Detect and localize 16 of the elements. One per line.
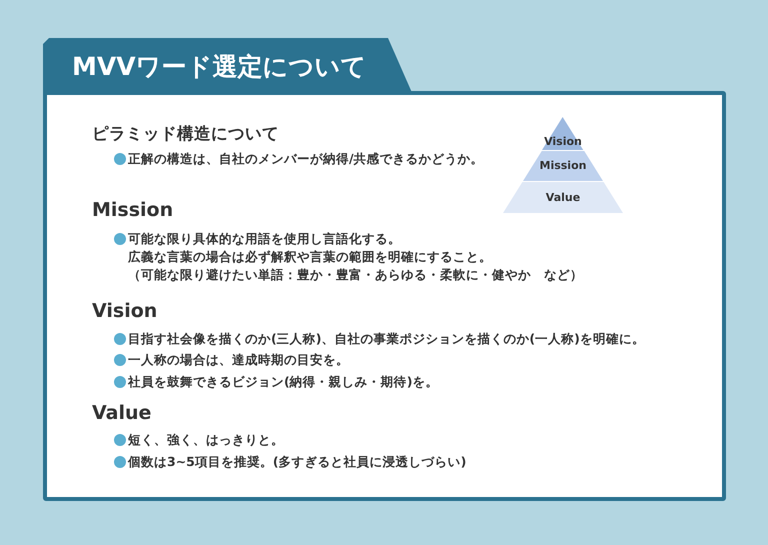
pyramid-middle-tier: Mission	[523, 151, 603, 181]
bullet-text: 一人称の場合は、達成時期の目安を。	[128, 352, 349, 369]
pyramid-bottom-tier: Value	[503, 182, 623, 213]
bullet-text: 短く、強く、はっきりと。	[128, 432, 284, 449]
bullet-text: 個数は3~5項目を推奨。(多すぎると社員に浸透しづらい)	[128, 454, 466, 471]
bullet-text: 可能な限り具体的な用語を使用し言語化する。	[128, 231, 401, 248]
page-title: MVVワード選定について	[72, 51, 367, 83]
bullet-text: 目指す社会像を描くのか(三人称)、自社の事業ポジションを描くのか(一人称)を明確に。	[128, 331, 645, 348]
bullet-text: 正解の構造は、自社のメンバーが納得/共感できるかどうか。	[128, 151, 484, 168]
section-heading: Mission	[92, 199, 174, 221]
body-text: （可能な限り避けたい単語：豊か・豊富・あらゆる・柔軟に・健やか など）	[128, 267, 583, 284]
section-heading: Vision	[92, 300, 158, 322]
section-heading: Value	[92, 402, 152, 424]
bullet-text: 社員を鼓舞できるビジョン(納得・親しみ・期待)を。	[128, 374, 438, 391]
body-text: 広義な言葉の場合は必ず解釈や言葉の範囲を明確にすること。	[128, 249, 492, 266]
section-heading: ピラミッド構造について	[92, 123, 279, 145]
